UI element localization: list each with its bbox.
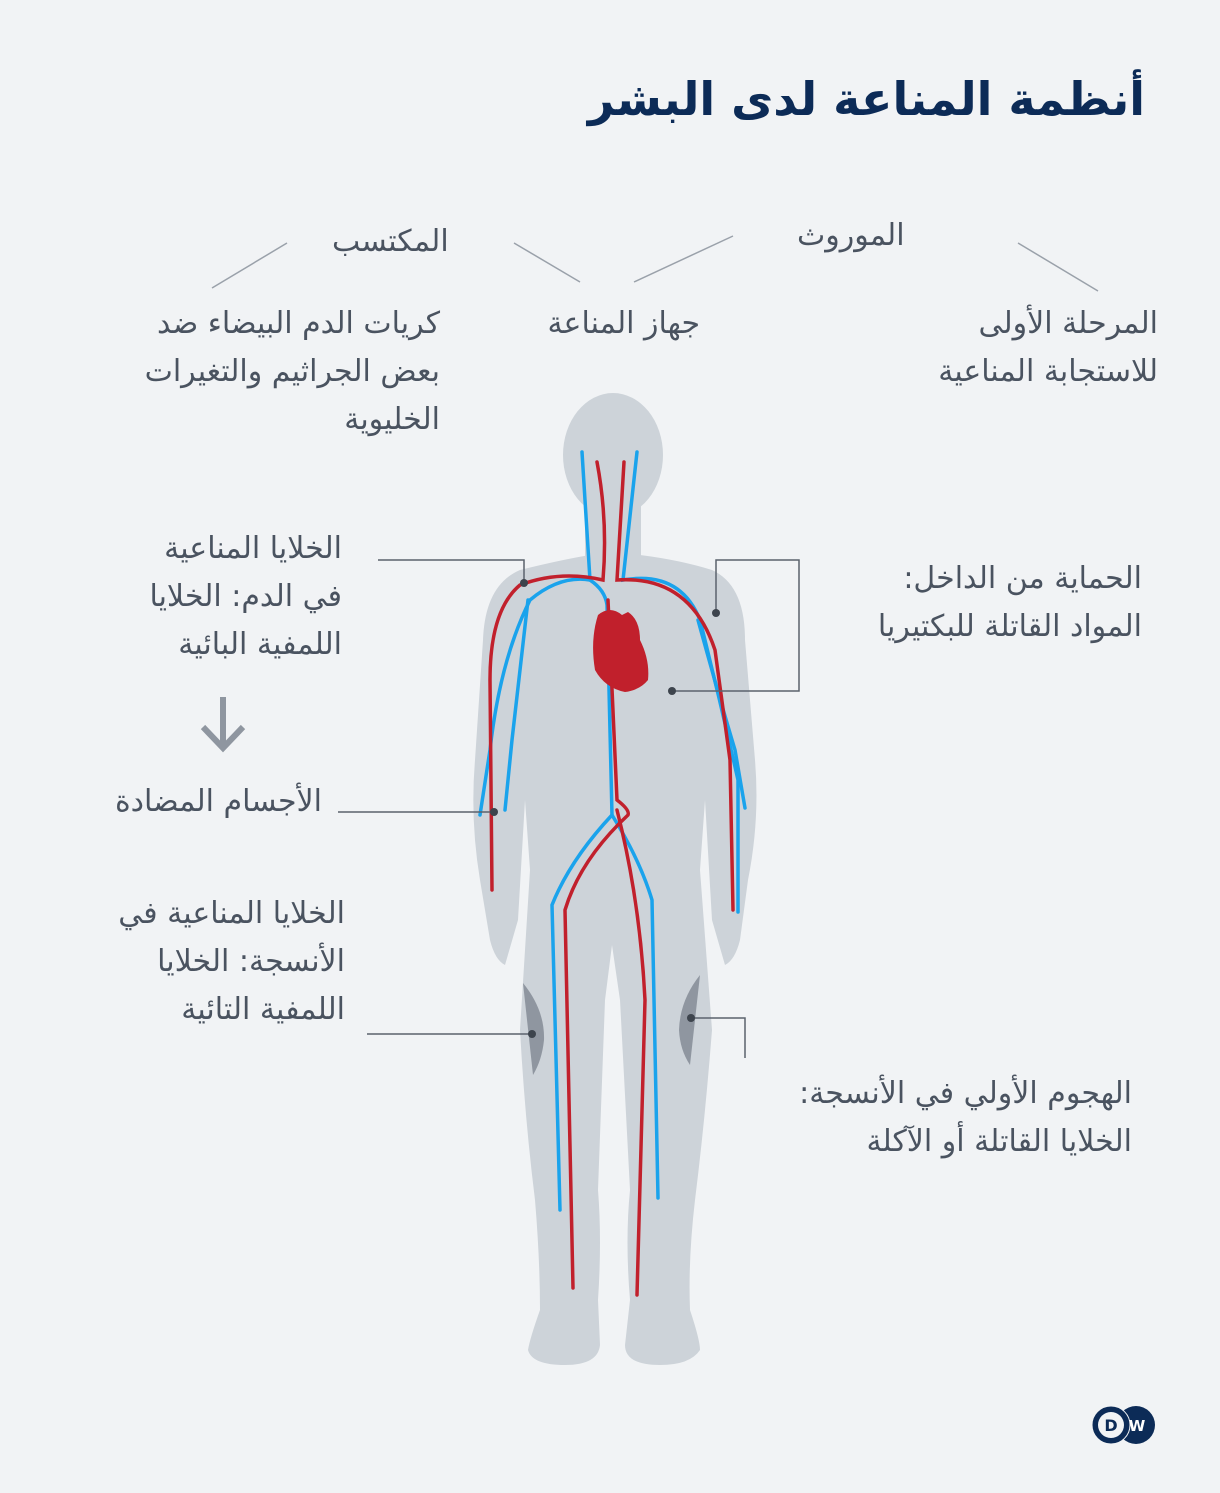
lymph-node-left	[523, 983, 545, 1075]
dw-logo: D W	[1091, 1405, 1155, 1445]
body-silhouette	[473, 393, 757, 1365]
category-acquired: المكتسب	[332, 224, 449, 259]
svg-text:W: W	[1129, 1417, 1146, 1435]
svg-text:D: D	[1104, 1416, 1117, 1435]
arteries	[488, 460, 735, 1297]
label-immune-system: جهاز المناعة	[547, 306, 700, 341]
leader-lines	[338, 559, 800, 1058]
label-inner-protection: الحماية من الداخل: المواد القاتلة للبكتي…	[877, 561, 1142, 644]
label-first-phase: المرحلة الأولى للاستجابة المناعية	[938, 306, 1158, 389]
label-first-attack: الهجوم الأولي في الأنسجة: الخلايا القاتل…	[799, 1076, 1132, 1159]
label-white-blood-cells: كريات الدم البيضاء ضد بعض الجراثيم والتغ…	[144, 306, 440, 437]
page-title: أنظمة المناعة لدى البشر	[587, 72, 1145, 126]
arrow-down-icon	[200, 697, 246, 753]
leader-dots	[490, 579, 720, 1038]
heart-icon	[593, 610, 649, 692]
category-inherited: الموروث	[797, 218, 905, 253]
label-antibodies: الأجسام المضادة	[114, 784, 322, 819]
tree-connectors	[211, 235, 1099, 292]
label-tissue-immune-cells: الخلايا المناعية في الأنسجة: الخلايا الل…	[118, 896, 345, 1027]
label-blood-immune-cells: الخلايا المناعية في الدم: الخلايا اللمفي…	[149, 531, 342, 662]
